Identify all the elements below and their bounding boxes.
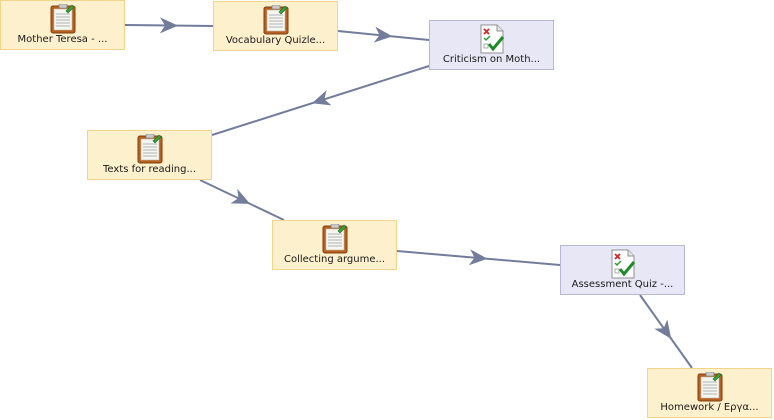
arrowhead-n1-n2: [159, 17, 178, 34]
node-mother-teresa[interactable]: Mother Teresa - ...: [0, 0, 125, 50]
arrowhead-n3-n4: [311, 90, 332, 106]
notebook-icon: [137, 133, 163, 168]
arrowhead-n2-n3: [373, 26, 393, 43]
notebook-icon: [697, 371, 723, 406]
notebook-icon: [263, 4, 289, 39]
checklist-icon: [610, 249, 636, 283]
node-label: Criticism on Moth...: [442, 54, 541, 65]
notebook-icon: [322, 223, 348, 258]
checklist-icon: [479, 24, 505, 58]
node-label: Vocabulary Quizle...: [225, 35, 326, 46]
node-texts-for-reading[interactable]: Texts for reading...: [87, 130, 212, 180]
node-collecting-arguments[interactable]: Collecting argume...: [272, 220, 397, 270]
node-criticism-quiz[interactable]: Criticism on Moth...: [429, 20, 554, 70]
node-homework[interactable]: Homework / Εργα...: [647, 368, 772, 418]
notebook-icon: [50, 3, 76, 38]
arrowhead-n5-n6: [468, 249, 488, 266]
node-label: Texts for reading...: [102, 164, 197, 175]
arrowhead-n6-n7: [654, 319, 672, 339]
arrowhead-n4-n5: [230, 188, 251, 204]
node-vocabulary-quizlet[interactable]: Vocabulary Quizle...: [213, 1, 338, 51]
node-label: Homework / Εργα...: [660, 402, 759, 413]
node-label: Assessment Quiz -...: [571, 279, 674, 290]
node-label: Collecting argume...: [283, 254, 386, 265]
node-assessment-quiz[interactable]: Assessment Quiz -...: [560, 245, 685, 295]
node-label: Mother Teresa - ...: [17, 34, 108, 45]
